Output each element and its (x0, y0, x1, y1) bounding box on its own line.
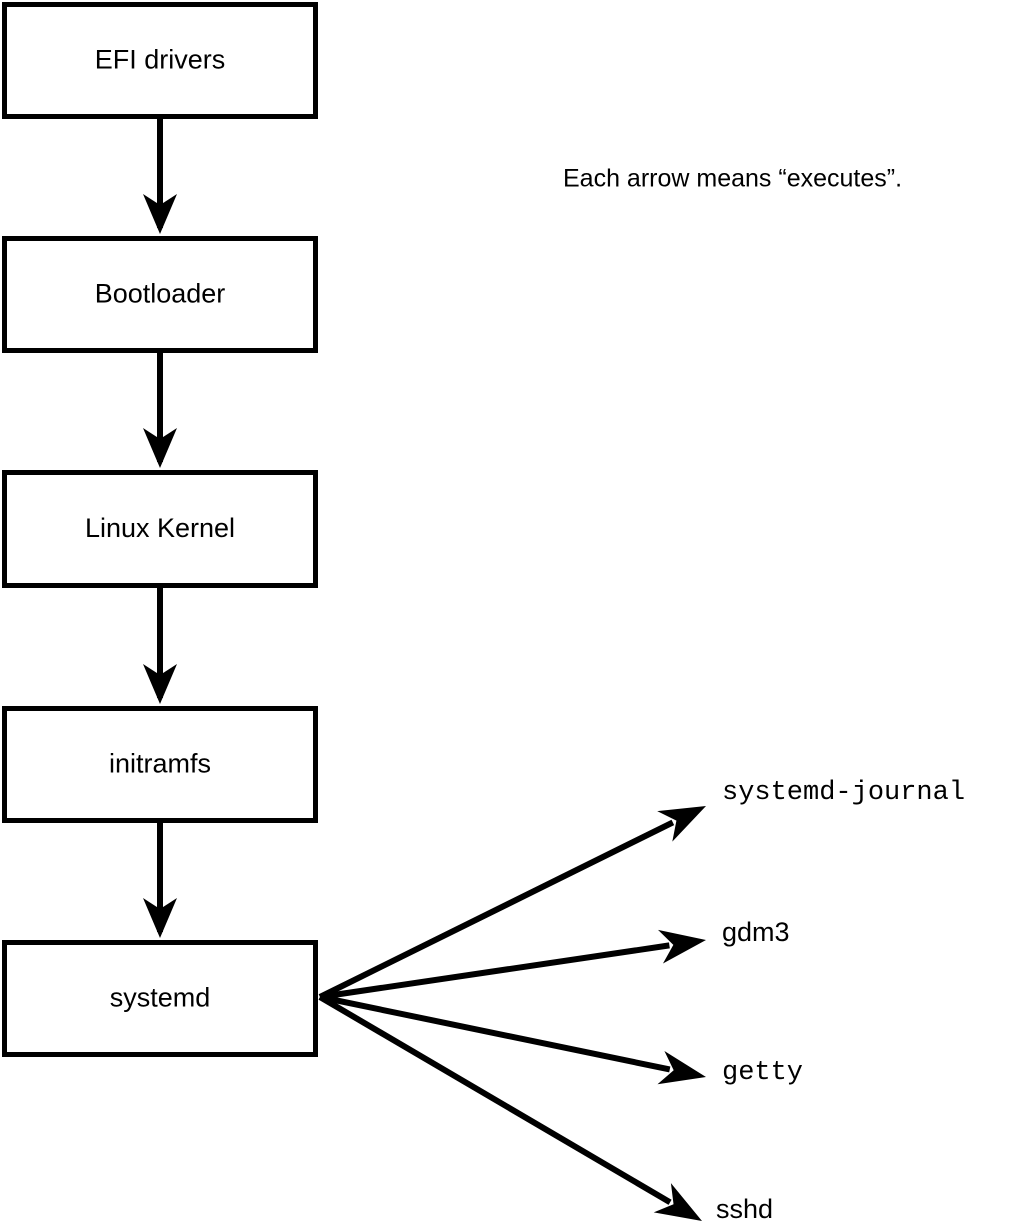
node-bootloader-rect[interactable] (2, 236, 318, 353)
arrow-systemd-to-getty (319, 994, 706, 1085)
arrow-head (143, 194, 177, 234)
arrow-head (657, 806, 706, 842)
node-systemd-rect[interactable] (2, 940, 318, 1057)
node-efi-drivers-rect[interactable] (2, 2, 318, 119)
arrow-head (143, 664, 177, 704)
node-efi-drivers[interactable]: EFI drivers (2, 2, 318, 119)
node-bootloader-label: Bootloader (95, 279, 226, 309)
node-linux-kernel-label: Linux Kernel (85, 513, 235, 543)
arrow-shaft (318, 819, 675, 1000)
node-linux-kernel-rect[interactable] (2, 470, 318, 588)
node-initramfs[interactable]: initramfs (2, 706, 318, 823)
fan-label-gdm3: gdm3 (722, 917, 790, 947)
fan-label-systemd-journal: systemd-journal (722, 778, 965, 808)
diagram-annotation: Each arrow means “executes”. (563, 165, 902, 193)
arrow-shaft (319, 994, 671, 1073)
fan-label-getty: getty (722, 1058, 803, 1088)
node-systemd[interactable]: systemd (2, 940, 318, 1057)
arrow-head (657, 1051, 706, 1085)
arrow-head (143, 898, 177, 938)
arrow-head (653, 1183, 702, 1221)
node-initramfs-rect[interactable] (2, 706, 318, 823)
arrow-bootloader-to-kernel (143, 353, 177, 468)
node-linux-kernel[interactable]: Linux Kernel (2, 470, 318, 588)
arrow-efi-to-bootloader (143, 119, 177, 234)
arrow-head (143, 428, 177, 468)
arrow-systemd-to-gdm3 (319, 929, 706, 1000)
arrow-shaft (319, 942, 670, 1000)
node-initramfs-label: initramfs (109, 749, 211, 779)
node-efi-drivers-label: EFI drivers (95, 45, 226, 75)
arrow-systemd-to-systemd-journal (318, 806, 706, 1000)
arrow-shaft (318, 994, 672, 1205)
arrow-initramfs-to-systemd (143, 823, 177, 938)
fan-label-sshd: sshd (716, 1194, 773, 1224)
node-systemd-label: systemd (110, 983, 211, 1013)
fan-labels: systemd-journal gdm3 getty sshd (716, 778, 965, 1224)
arrow-head (658, 929, 706, 964)
arrow-systemd-to-sshd (318, 994, 702, 1221)
chain-boxes: EFI drivers Bootloader Linux Kernel init… (2, 2, 318, 1057)
arrow-kernel-to-initramfs (143, 588, 177, 704)
node-bootloader[interactable]: Bootloader (2, 236, 318, 353)
chain-arrows (143, 119, 177, 938)
fan-arrows (318, 806, 706, 1221)
